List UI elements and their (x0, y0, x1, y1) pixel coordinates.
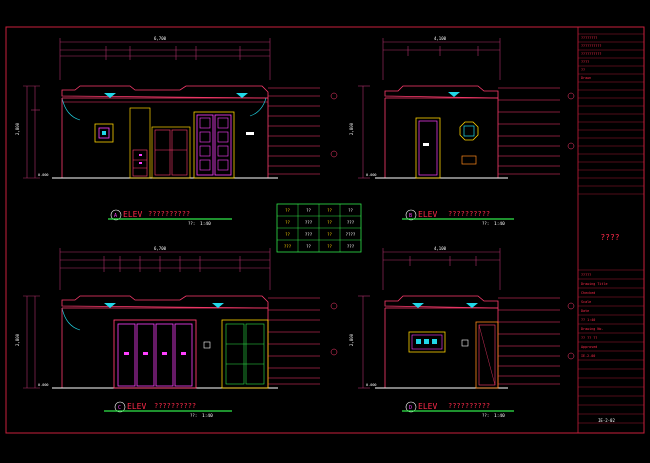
title-block-label: Scale (581, 300, 591, 304)
elev-d-label: ELEV (418, 402, 437, 411)
elev-a-scale-prefix: ??: (188, 221, 195, 226)
legend-cell: ?? (327, 244, 332, 249)
title-block-label: Approved (581, 345, 597, 349)
legend-cell: ??? (347, 220, 355, 225)
title-block-label: Date (581, 309, 589, 313)
title-block-label: Drawing Title (581, 282, 608, 286)
dim-height-c: 2,800 (15, 333, 20, 346)
title-block-label: ?? (581, 68, 585, 72)
legend-cell: ?? (327, 232, 332, 237)
title-block-label: Drawing No. (581, 327, 603, 331)
elev-c-title: ?????????? (154, 402, 196, 410)
elev-d-scale-prefix: ??: (482, 413, 489, 418)
title-block-label: Checked (581, 291, 595, 295)
elev-b-tag: B (409, 213, 412, 219)
title-block-label: ?????????? (581, 52, 601, 56)
elev-a-scale: 1:40 (200, 221, 211, 227)
dim-total-c: 6,700 (154, 246, 167, 251)
legend-cell: ??? (347, 244, 355, 249)
drawing-number: IE-2-02 (598, 418, 615, 423)
title-block-label: ???????? (581, 36, 597, 40)
dim-total-a: 6,700 (154, 36, 167, 41)
legend-cell: ?? (285, 232, 290, 237)
legend-cell: ?? (327, 208, 332, 213)
legend-cell: ?? (306, 208, 311, 213)
legend-cell: ?? (348, 208, 353, 213)
title-block-frame (577, 26, 645, 434)
dim-height-b: 2,800 (349, 122, 354, 135)
elev-d-tag: D (409, 405, 412, 411)
elev-b-scale-prefix: ??: (482, 221, 489, 226)
elev-c-scale: 1:40 (202, 413, 213, 419)
elev-a-tag: A (114, 213, 117, 219)
title-block-label: ???? (581, 60, 589, 64)
title-block-heading: ???? (600, 233, 619, 242)
elev-c-scale-prefix: ??: (190, 413, 197, 418)
elev-c-label: ELEV (127, 402, 146, 411)
elev-c-tag: C (118, 405, 121, 411)
title-block-label: ?????????? (581, 44, 601, 48)
legend-cell: ?? (327, 220, 332, 225)
title-block-label: Drawn (581, 76, 591, 80)
dim-height-d: 2,800 (349, 333, 354, 346)
legend-cell: ???? (346, 232, 356, 237)
title-block-label: IE-2-00 (581, 354, 595, 358)
legend-cell: ?? (285, 208, 290, 213)
elevation-c: 6,700 2,800 (15, 246, 338, 419)
legend-cell: ??? (305, 232, 313, 237)
elev-b-label: ELEV (418, 210, 437, 219)
elev-b-scale: 1:40 (494, 221, 505, 227)
title-block-label: ?? 1:40 (581, 318, 595, 322)
elevation-a: 6,700 2,800 (15, 36, 338, 227)
dim-total-d: 4,100 (434, 246, 447, 251)
floor-level-b: 0.000 (366, 173, 377, 177)
elev-d-title: ?????????? (448, 402, 490, 410)
dim-total-b: 4,100 (434, 36, 447, 41)
legend-table: ??????????????????????????????????????? (276, 203, 362, 253)
elevation-d: 4,100 2,800 0.000 D ELEV ????? (349, 246, 575, 419)
title-block: ???? ?????????????????????????????????? D… (578, 33, 644, 424)
legend-cell: ?? (285, 220, 290, 225)
elev-b-title: ?????????? (448, 210, 490, 218)
dim-height-a: 2,800 (15, 122, 20, 135)
floor-level-c: 0.000 (38, 383, 49, 387)
legend-cell: ??? (305, 220, 313, 225)
legend-cell: ??? (284, 244, 292, 249)
elev-a-title: ?????????? (148, 210, 190, 218)
elev-d-scale: 1:40 (494, 413, 505, 419)
elev-a-label: ELEV (123, 210, 142, 219)
floor-level-a: 0.000 (38, 173, 49, 177)
title-block-label: ?? ?? ?? (581, 336, 597, 340)
elevation-b: 4,100 2,800 0.000 B ELEV ?????????? ??: (349, 36, 575, 227)
floor-level-d: 0.000 (366, 383, 377, 387)
title-block-label: ????? (581, 273, 591, 277)
legend-cell: ?? (306, 244, 311, 249)
